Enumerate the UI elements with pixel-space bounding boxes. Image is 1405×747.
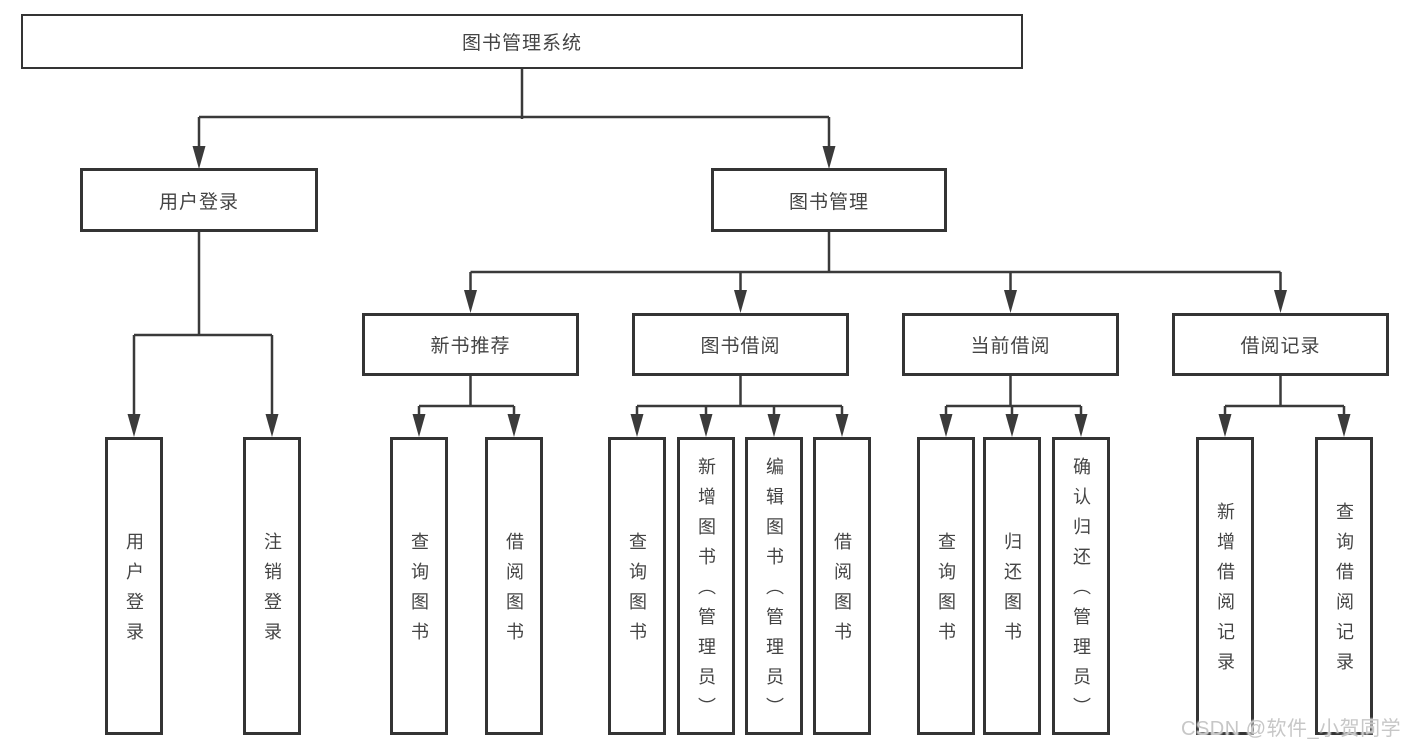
leaf-borrow-query-books: 查询图书	[608, 437, 666, 735]
arrowhead-icon	[507, 414, 521, 437]
arrowhead-icon	[1005, 414, 1019, 437]
node-current-borrow-label: 当前借阅	[970, 336, 1051, 357]
leaf-user-login: 用户登录	[105, 437, 163, 735]
node-book-management: 图书管理	[711, 168, 947, 232]
arrowhead-icon	[835, 414, 849, 437]
arrowhead-icon	[767, 414, 781, 437]
node-book-management-label: 图书管理	[788, 191, 869, 213]
node-user-login-label: 用户登录	[158, 191, 239, 213]
arrowhead-icon	[127, 414, 141, 437]
leaf-newbook-query-books: 查询图书	[390, 437, 448, 735]
leaf-newbook-borrow-book-label: 借阅图书	[504, 532, 524, 652]
leaf-record-query-label: 查询借阅记录	[1334, 502, 1354, 682]
leaf-user-login-label: 用户登录	[124, 532, 144, 652]
arrowhead-icon	[1074, 414, 1088, 437]
arrowhead-icon	[822, 146, 836, 169]
node-user-login: 用户登录	[80, 168, 318, 232]
leaf-current-confirm-return-admin: 确认归还（管理员）	[1052, 437, 1110, 735]
leaf-current-confirm-return-admin-label: 确认归还（管理员）	[1071, 457, 1091, 727]
arrowhead-icon	[1337, 414, 1351, 437]
node-root: 图书管理系统	[21, 14, 1023, 69]
leaf-current-return-book-label: 归还图书	[1002, 532, 1022, 652]
leaf-borrow-add-book-admin: 新增图书（管理员）	[677, 437, 735, 735]
node-new-book-recommend-label: 新书推荐	[430, 336, 511, 357]
arrowhead-icon	[192, 146, 206, 169]
arrowhead-icon	[1218, 414, 1232, 437]
node-new-book-recommend: 新书推荐	[362, 313, 579, 376]
node-root-label: 图书管理系统	[461, 33, 582, 54]
leaf-logout: 注销登录	[243, 437, 301, 735]
leaf-borrow-add-book-admin-label: 新增图书（管理员）	[696, 457, 716, 727]
leaf-logout-label: 注销登录	[262, 532, 282, 652]
leaf-borrow-query-books-label: 查询图书	[627, 532, 647, 652]
arrowhead-icon	[630, 414, 644, 437]
leaf-record-query: 查询借阅记录	[1315, 437, 1373, 735]
leaf-record-add-label: 新增借阅记录	[1215, 502, 1235, 682]
leaf-newbook-query-books-label: 查询图书	[409, 532, 429, 652]
node-book-borrow-label: 图书借阅	[700, 336, 781, 357]
leaf-borrow-edit-book-admin: 编辑图书（管理员）	[745, 437, 803, 735]
leaf-borrow-borrow-book-label: 借阅图书	[832, 532, 852, 652]
arrowhead-icon	[734, 290, 747, 313]
arrowhead-icon	[699, 414, 713, 437]
leaf-current-query-books: 查询图书	[917, 437, 975, 735]
leaf-current-return-book: 归还图书	[983, 437, 1041, 735]
arrowhead-icon	[464, 290, 477, 313]
arrowhead-icon	[939, 414, 953, 437]
node-book-borrow: 图书借阅	[632, 313, 849, 376]
node-current-borrow: 当前借阅	[902, 313, 1119, 376]
csdn-watermark: CSDN @软件_小贺同学	[1181, 718, 1402, 740]
arrowhead-icon	[1274, 290, 1287, 313]
node-borrow-record: 借阅记录	[1172, 313, 1389, 376]
arrowhead-icon	[1004, 290, 1017, 313]
leaf-record-add: 新增借阅记录	[1196, 437, 1254, 735]
leaf-borrow-borrow-book: 借阅图书	[813, 437, 871, 735]
leaf-borrow-edit-book-admin-label: 编辑图书（管理员）	[764, 457, 784, 727]
arrowhead-icon	[412, 414, 426, 437]
leaf-newbook-borrow-book: 借阅图书	[485, 437, 543, 735]
leaf-current-query-books-label: 查询图书	[936, 532, 956, 652]
arrowhead-icon	[265, 414, 279, 437]
node-borrow-record-label: 借阅记录	[1240, 336, 1321, 357]
